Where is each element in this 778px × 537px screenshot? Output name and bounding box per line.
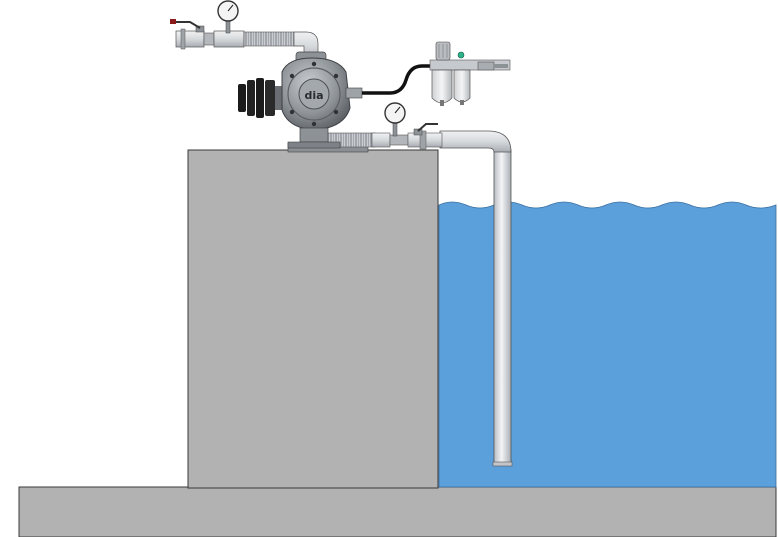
air-hose xyxy=(362,64,432,95)
ball-valve-icon xyxy=(413,123,438,136)
diaphragm-pump-icon: dia xyxy=(238,51,363,149)
air-filter-regulator-icon xyxy=(429,41,511,106)
ball-valve-icon xyxy=(170,19,205,33)
suction-pipe xyxy=(439,130,513,467)
pressure-gauge-icon xyxy=(384,102,406,137)
pump-brand-logo: dia xyxy=(304,89,323,102)
muffler xyxy=(238,78,283,118)
water-body xyxy=(438,201,777,488)
pressure-gauge-icon xyxy=(217,0,239,34)
discharge-line xyxy=(175,28,319,61)
concrete-platform xyxy=(187,149,439,489)
ground-slab xyxy=(18,486,777,537)
